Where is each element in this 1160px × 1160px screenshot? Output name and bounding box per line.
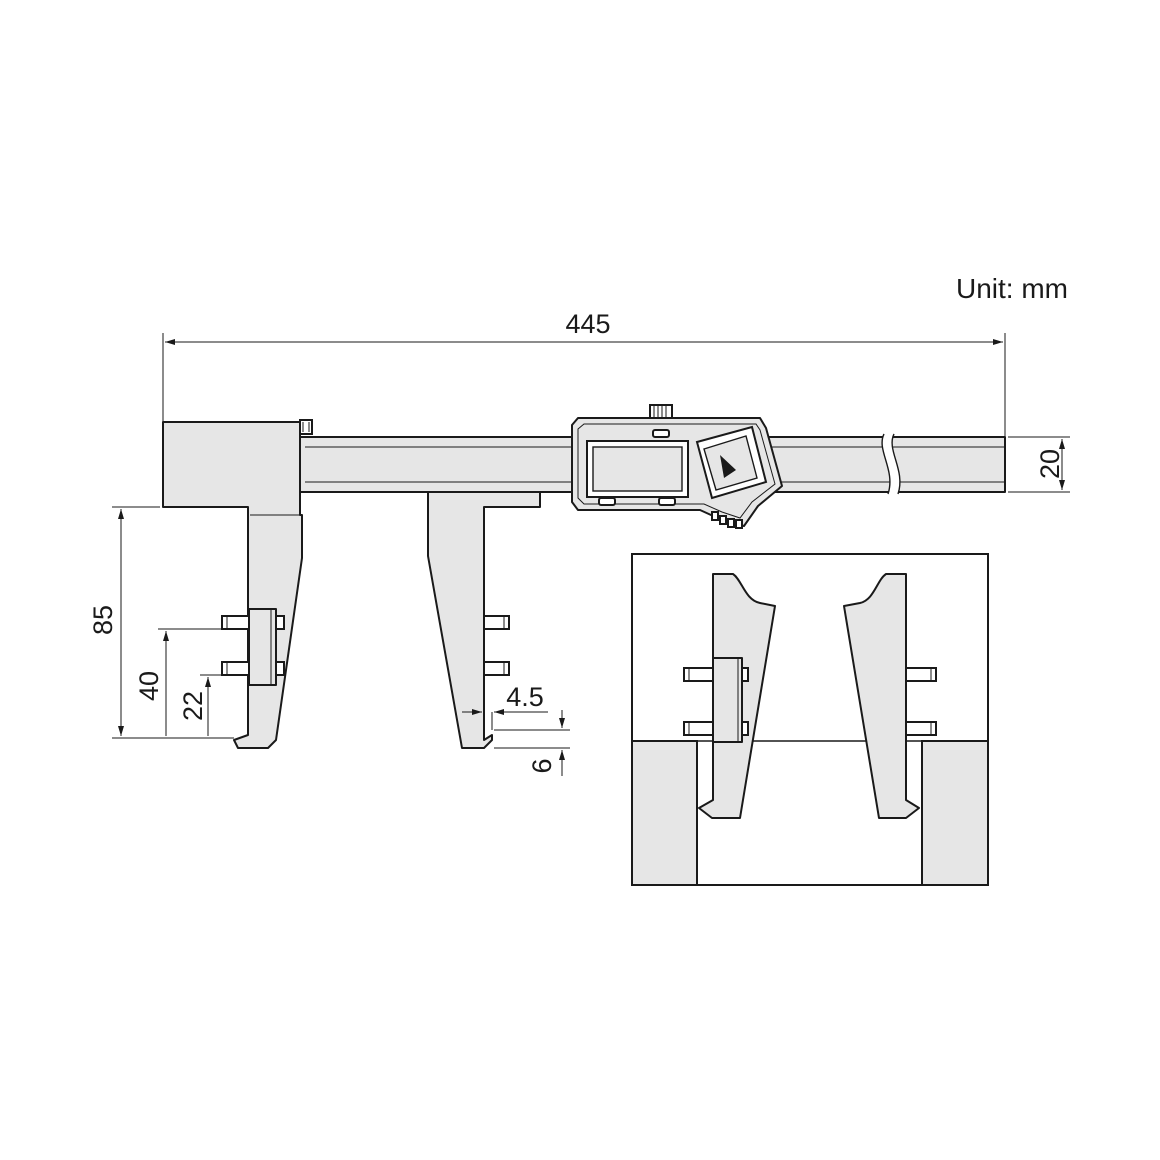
dimension-label-6: 6 [527, 758, 557, 773]
sliding-jaw [427, 491, 541, 749]
workpiece-left [631, 740, 698, 886]
dimension-label-40: 40 [134, 671, 164, 701]
dimension-label-85: 85 [88, 605, 118, 635]
digital-display-unit [571, 404, 783, 529]
dimension-pin-lower: 22 [178, 674, 222, 736]
detail-view-inset [631, 553, 989, 886]
dimension-pin-upper: 40 [134, 628, 222, 736]
dimension-tip: 4.5 6 [462, 682, 570, 776]
dimension-label-4-5: 4.5 [506, 682, 544, 712]
fixed-jaw [162, 419, 313, 749]
right-button[interactable] [658, 497, 676, 506]
dimension-label-445: 445 [565, 309, 610, 339]
workpiece-right [921, 740, 989, 886]
play-triangle-icon [720, 455, 736, 478]
dimension-label-22: 22 [178, 691, 208, 721]
top-button[interactable] [652, 429, 670, 438]
dimension-label-20: 20 [1035, 449, 1065, 479]
dimension-beam-height: 20 [1008, 436, 1070, 493]
unit-label: Unit: mm [956, 273, 1068, 304]
left-button[interactable] [598, 497, 616, 506]
dimension-overall-length: 445 [162, 309, 1006, 436]
dimension-jaw-depth: 85 [88, 506, 234, 739]
thumb-wheel [649, 404, 673, 420]
